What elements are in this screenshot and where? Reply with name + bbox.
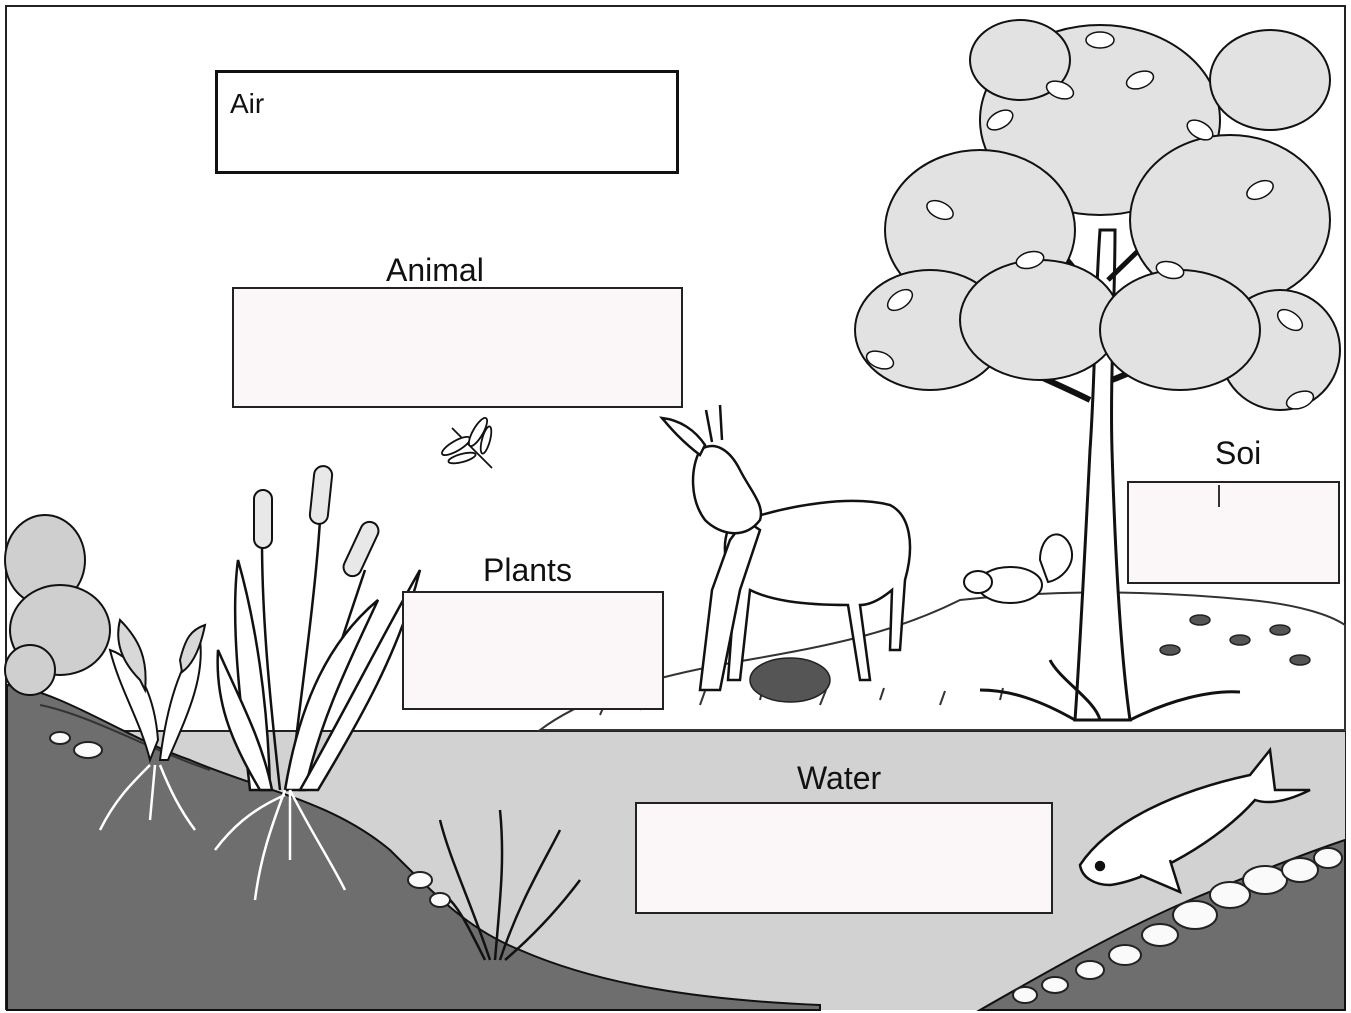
water-answer-box[interactable] bbox=[635, 802, 1053, 914]
text-cursor bbox=[1218, 485, 1220, 507]
air-label: Air bbox=[230, 88, 264, 120]
animal-label: Animal bbox=[386, 254, 484, 286]
soil-answer-box[interactable] bbox=[1127, 481, 1340, 584]
animal-answer-box[interactable] bbox=[232, 287, 683, 408]
soil-label: Soi bbox=[1215, 437, 1261, 469]
air-answer-box[interactable]: Air bbox=[215, 70, 679, 174]
water-label: Water bbox=[797, 762, 881, 794]
plants-label: Plants bbox=[483, 554, 572, 586]
plants-answer-box[interactable] bbox=[402, 591, 664, 710]
